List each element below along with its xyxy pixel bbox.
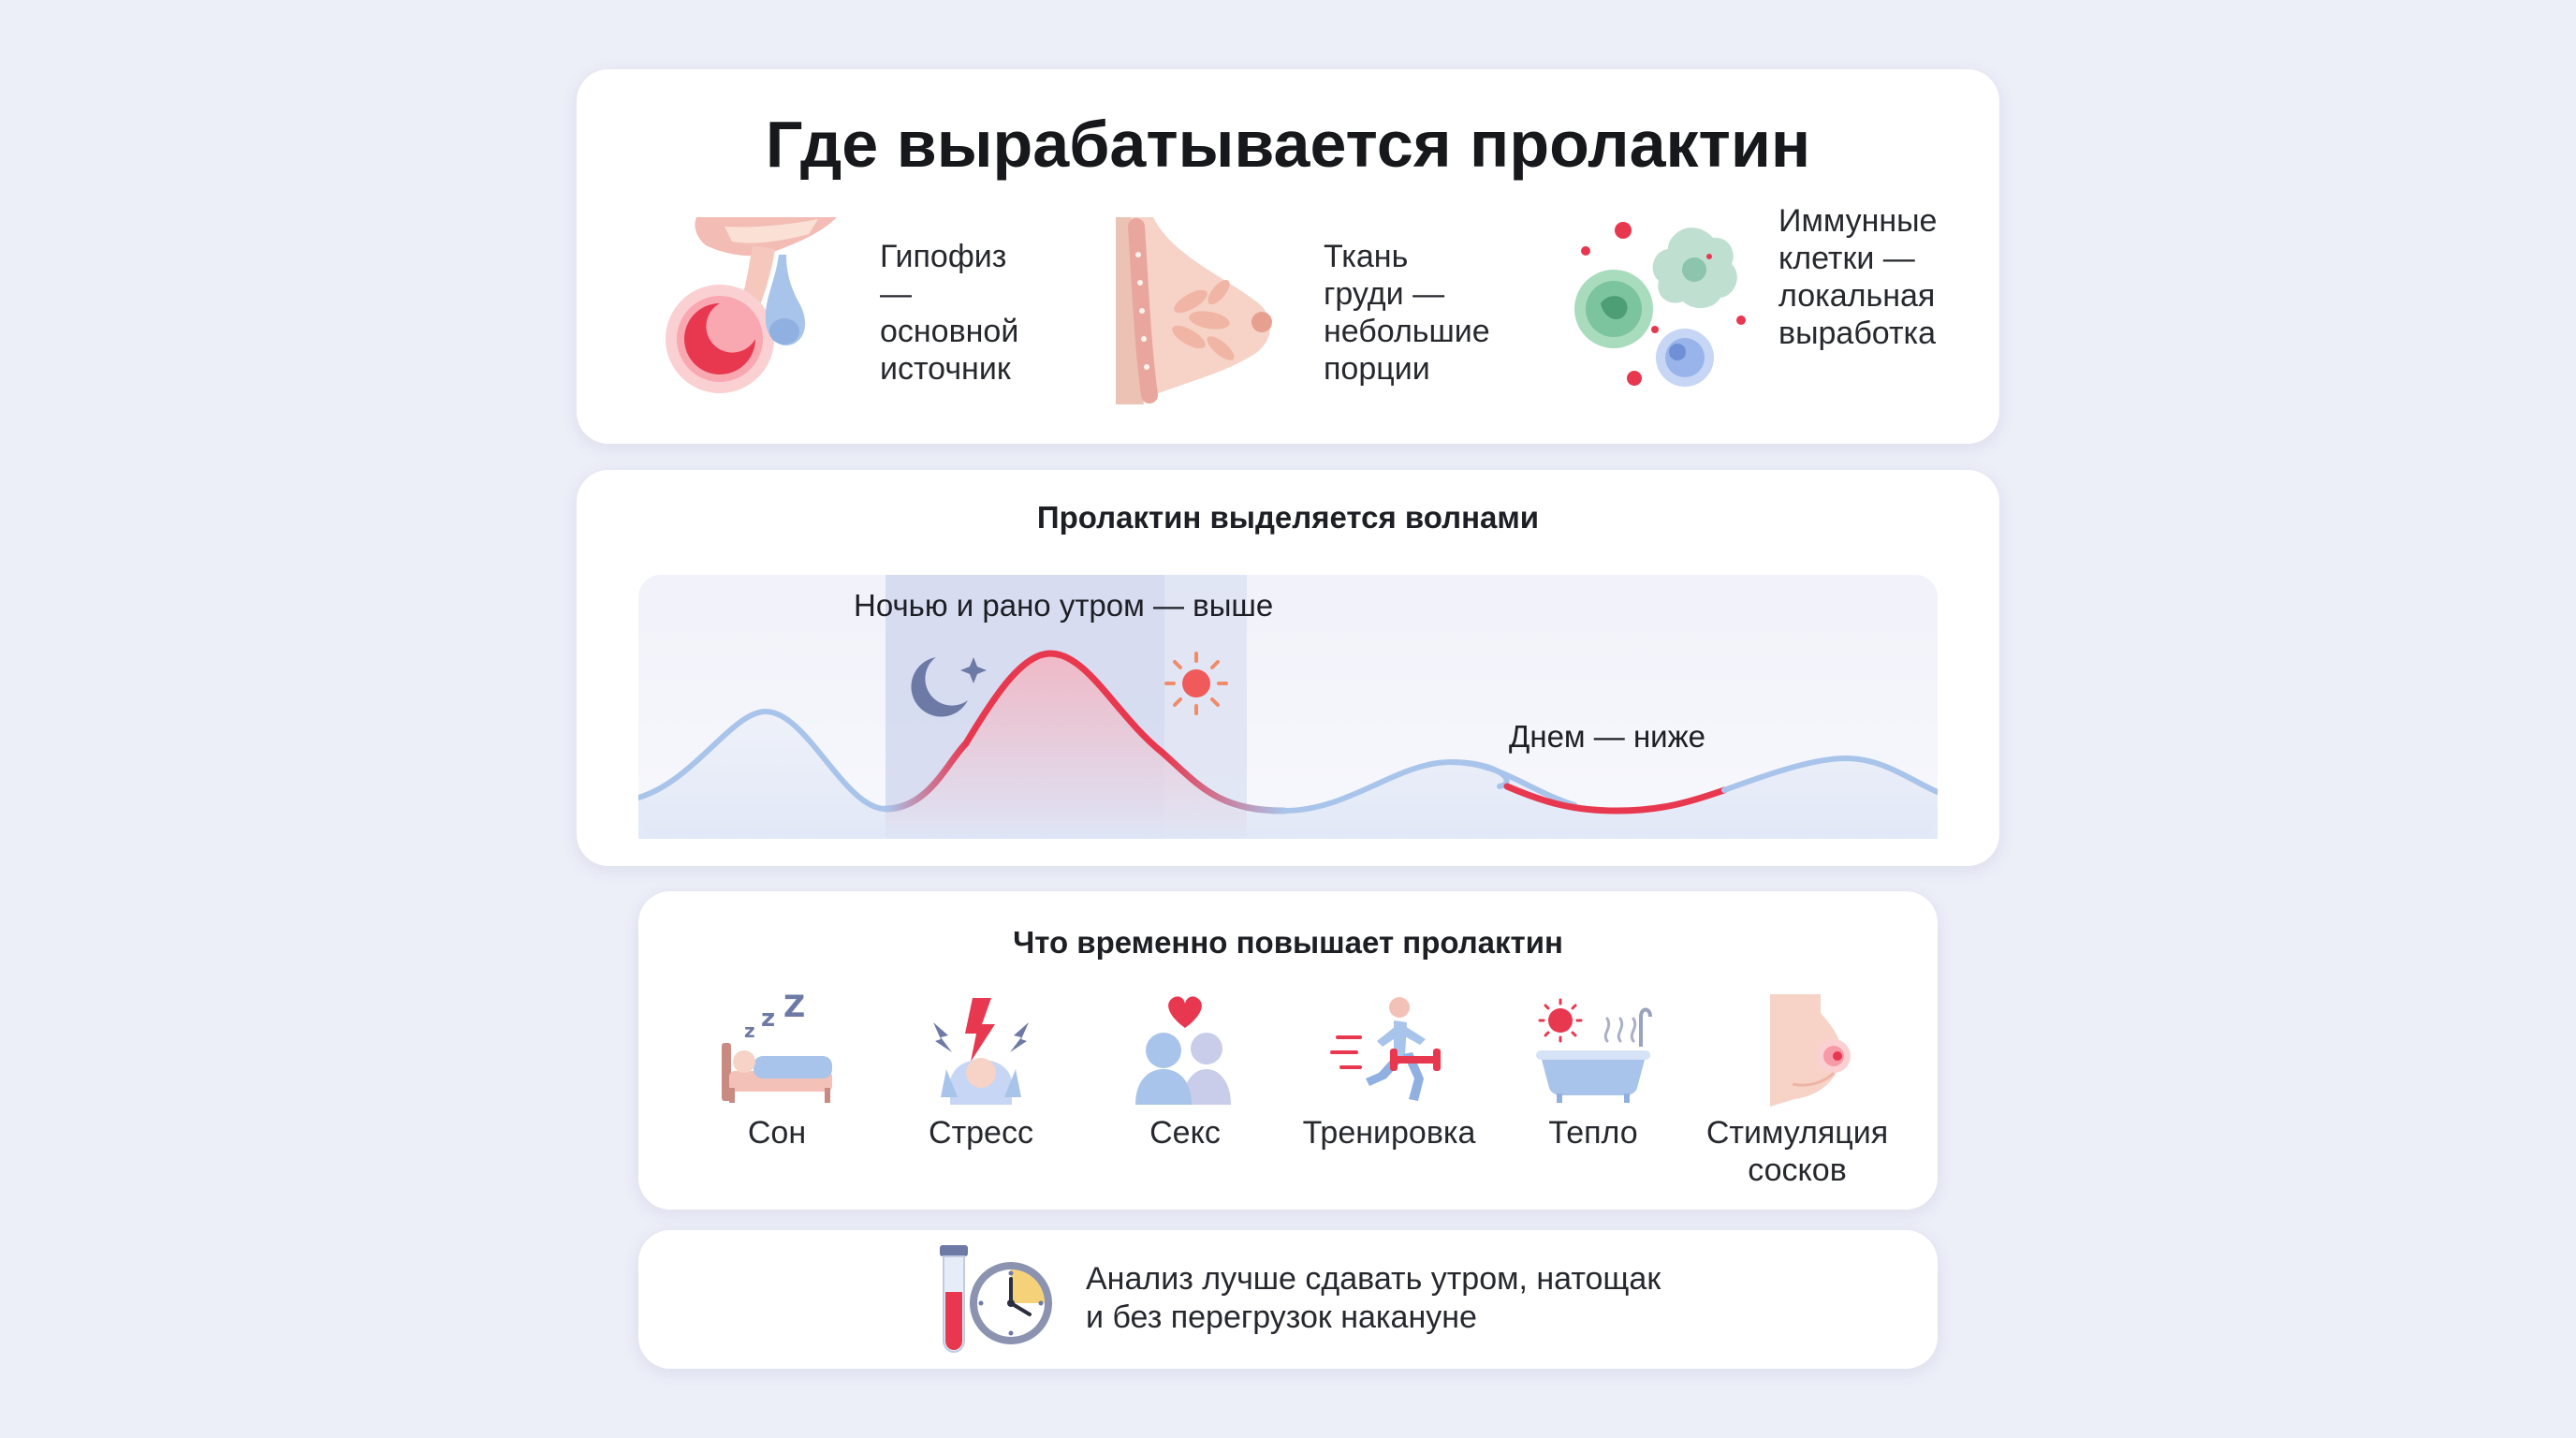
factor-sleep: z z Z Сон bbox=[683, 994, 871, 1152]
factor-label-sex: Секс bbox=[1149, 1115, 1221, 1151]
waves-card: Пролактин выделяется волнами bbox=[577, 470, 1999, 866]
factor-sex: Секс bbox=[1091, 994, 1279, 1152]
waves-title: Пролактин выделяется волнами bbox=[1036, 500, 1540, 535]
svg-text:Z: Z bbox=[783, 994, 805, 1024]
pituitary-gland-icon bbox=[666, 217, 837, 393]
wave-segment-1 bbox=[636, 708, 888, 812]
factor-nipple-stimulation: Стимуляция сосков bbox=[1704, 994, 1891, 1189]
wave-graphic bbox=[636, 575, 1940, 839]
wave-segment-3 bbox=[1721, 755, 1940, 795]
tip-text: Анализ лучше сдавать утром, натощак и бе… bbox=[1086, 1261, 1661, 1335]
peak-glow bbox=[886, 653, 1247, 839]
factor-label-workout: Тренировка bbox=[1302, 1115, 1476, 1151]
day-label: Днем — ниже bbox=[1509, 719, 1706, 754]
wave-fall bbox=[1159, 749, 1288, 814]
sun-icon bbox=[1164, 652, 1228, 715]
nipple-stimulation-icon bbox=[1770, 994, 1851, 1107]
source-label-immune: Иммунные клетки — локальная выработка bbox=[1778, 203, 1938, 351]
test-tube-clock-icon bbox=[940, 1245, 1052, 1354]
factor-stress: Стресс bbox=[887, 994, 1075, 1152]
wave-rise bbox=[882, 740, 970, 813]
wave-trough bbox=[1503, 783, 1728, 814]
wave-peak bbox=[962, 650, 1166, 756]
factors-title: Что временно повышает пролактин bbox=[1013, 925, 1563, 960]
moon-icon bbox=[911, 657, 987, 717]
main-title: Где вырабатывается пролактин bbox=[765, 108, 1811, 181]
workout-icon bbox=[1330, 997, 1441, 1101]
couple-heart-icon bbox=[1135, 996, 1231, 1105]
wave-chart: Ночью и рано утром — выше Днем — ниже bbox=[636, 575, 1940, 839]
immune-cells-icon bbox=[1574, 222, 1746, 387]
svg-text:z: z bbox=[744, 1020, 755, 1042]
factor-label-nipple-stimulation: Стимуляция сосков bbox=[1705, 1115, 1889, 1188]
source-label-pituitary: Гипофиз — основной источник bbox=[880, 239, 1019, 387]
tip-card: Анализ лучше сдавать утром, натощак и бе… bbox=[638, 1230, 1938, 1369]
svg-text:z: z bbox=[761, 1005, 775, 1033]
breast-tissue-icon bbox=[1116, 217, 1272, 404]
night-label: Ночью и рано утром — выше bbox=[854, 588, 1274, 623]
factor-label-sleep: Сон bbox=[747, 1115, 807, 1151]
factors-card: Что временно повышает пролактин z z Z Со… bbox=[638, 891, 1938, 1210]
factor-label-heat: Тепло bbox=[1548, 1115, 1638, 1151]
factor-label-stress: Стресс bbox=[929, 1115, 1033, 1151]
source-label-breast: Ткань груди — небольшие порции bbox=[1324, 239, 1490, 387]
factor-workout: Тренировка bbox=[1295, 994, 1483, 1152]
factor-heat: Тепло bbox=[1500, 994, 1687, 1152]
bath-heat-icon bbox=[1536, 998, 1652, 1103]
sources-card: Где вырабатывается пролактин Гипофиз — о… bbox=[577, 69, 1999, 444]
sleep-icon: z z Z bbox=[722, 994, 832, 1103]
stress-icon bbox=[933, 998, 1029, 1105]
